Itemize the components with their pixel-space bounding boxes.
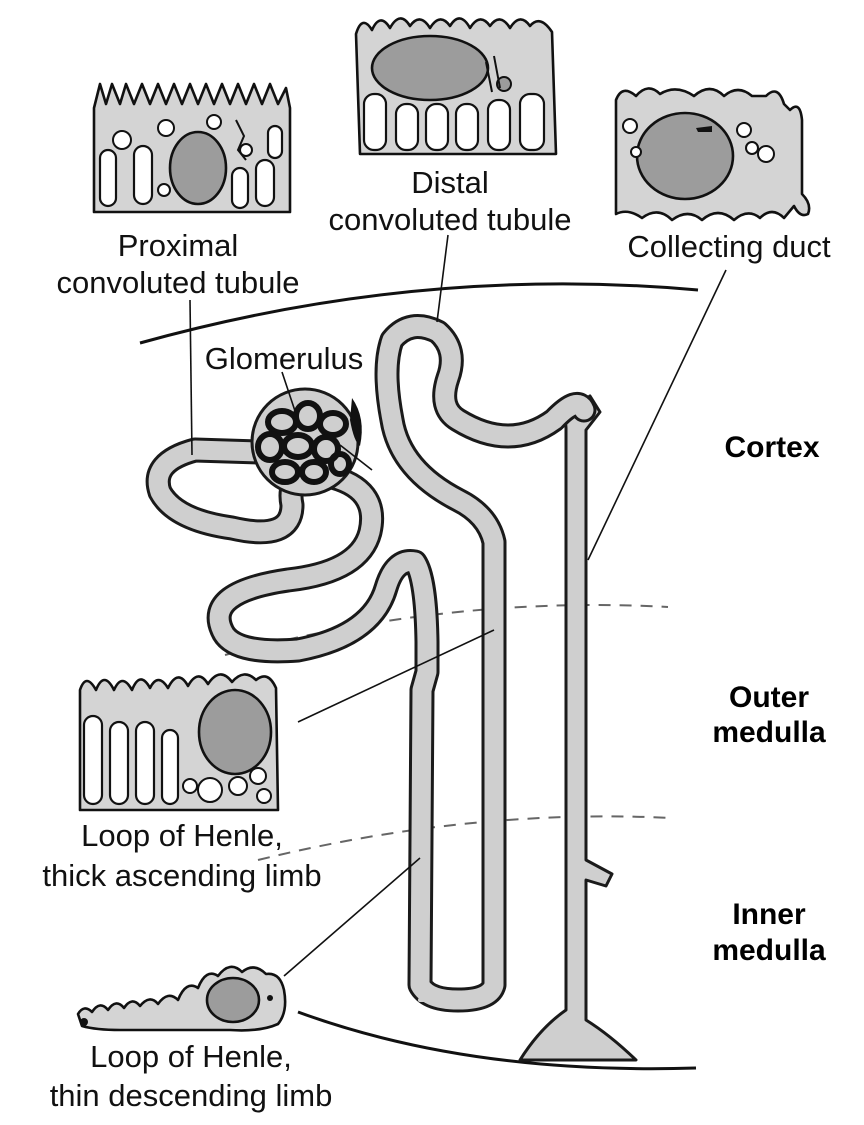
glomerulus-leader-line [281,371,297,415]
papilla-boundary-line [297,1010,697,1071]
thin-limb-label-line2: thin descending limb [50,1078,333,1113]
collecting-duct-cell-illustration [614,87,811,222]
nephron-tubule [145,314,597,1013]
region-inner-medulla-line2: medulla [712,934,826,967]
glomerulus-capsule [250,387,373,497]
inner-medulla-boundary-dashed [257,815,673,861]
collecting-duct-leader-line [587,269,727,561]
thick-limb-label-line1: Loop of Henle, [81,818,283,853]
cortex-boundary-line [139,282,699,345]
dct-leader-line [436,234,449,323]
thin-limb-label-line1: Loop of Henle, [90,1039,292,1074]
pct-label-line2: convoluted tubule [56,265,299,300]
pct-label-line1: Proximal [118,228,239,263]
collecting-duct-label: Collecting duct [627,229,831,264]
region-outer-medulla-line2: medulla [712,716,826,749]
collecting-duct-tube [518,394,638,1062]
thick-limb-label-line2: thick ascending limb [42,858,321,893]
thick-limb-leader-line [297,629,495,723]
region-inner-medulla-line1: Inner [732,898,806,931]
dct-label-line2: convoluted tubule [328,202,571,237]
region-cortex-label: Cortex [724,431,819,464]
glomerular-capillaries [255,400,352,485]
thick-ascending-limb-cell-illustration [78,673,280,812]
thin-descending-limb-cell-illustration [76,965,287,1032]
thin-limb-leader-line [283,857,421,977]
region-outer-medulla-line1: Outer [729,681,809,714]
pct-leader-line [189,299,193,456]
proximal-tubule-cell-illustration [92,82,292,214]
glomerulus-label: Glomerulus [205,341,364,376]
dct-label-line1: Distal [411,165,489,200]
distal-tubule-cell-illustration [354,17,558,156]
